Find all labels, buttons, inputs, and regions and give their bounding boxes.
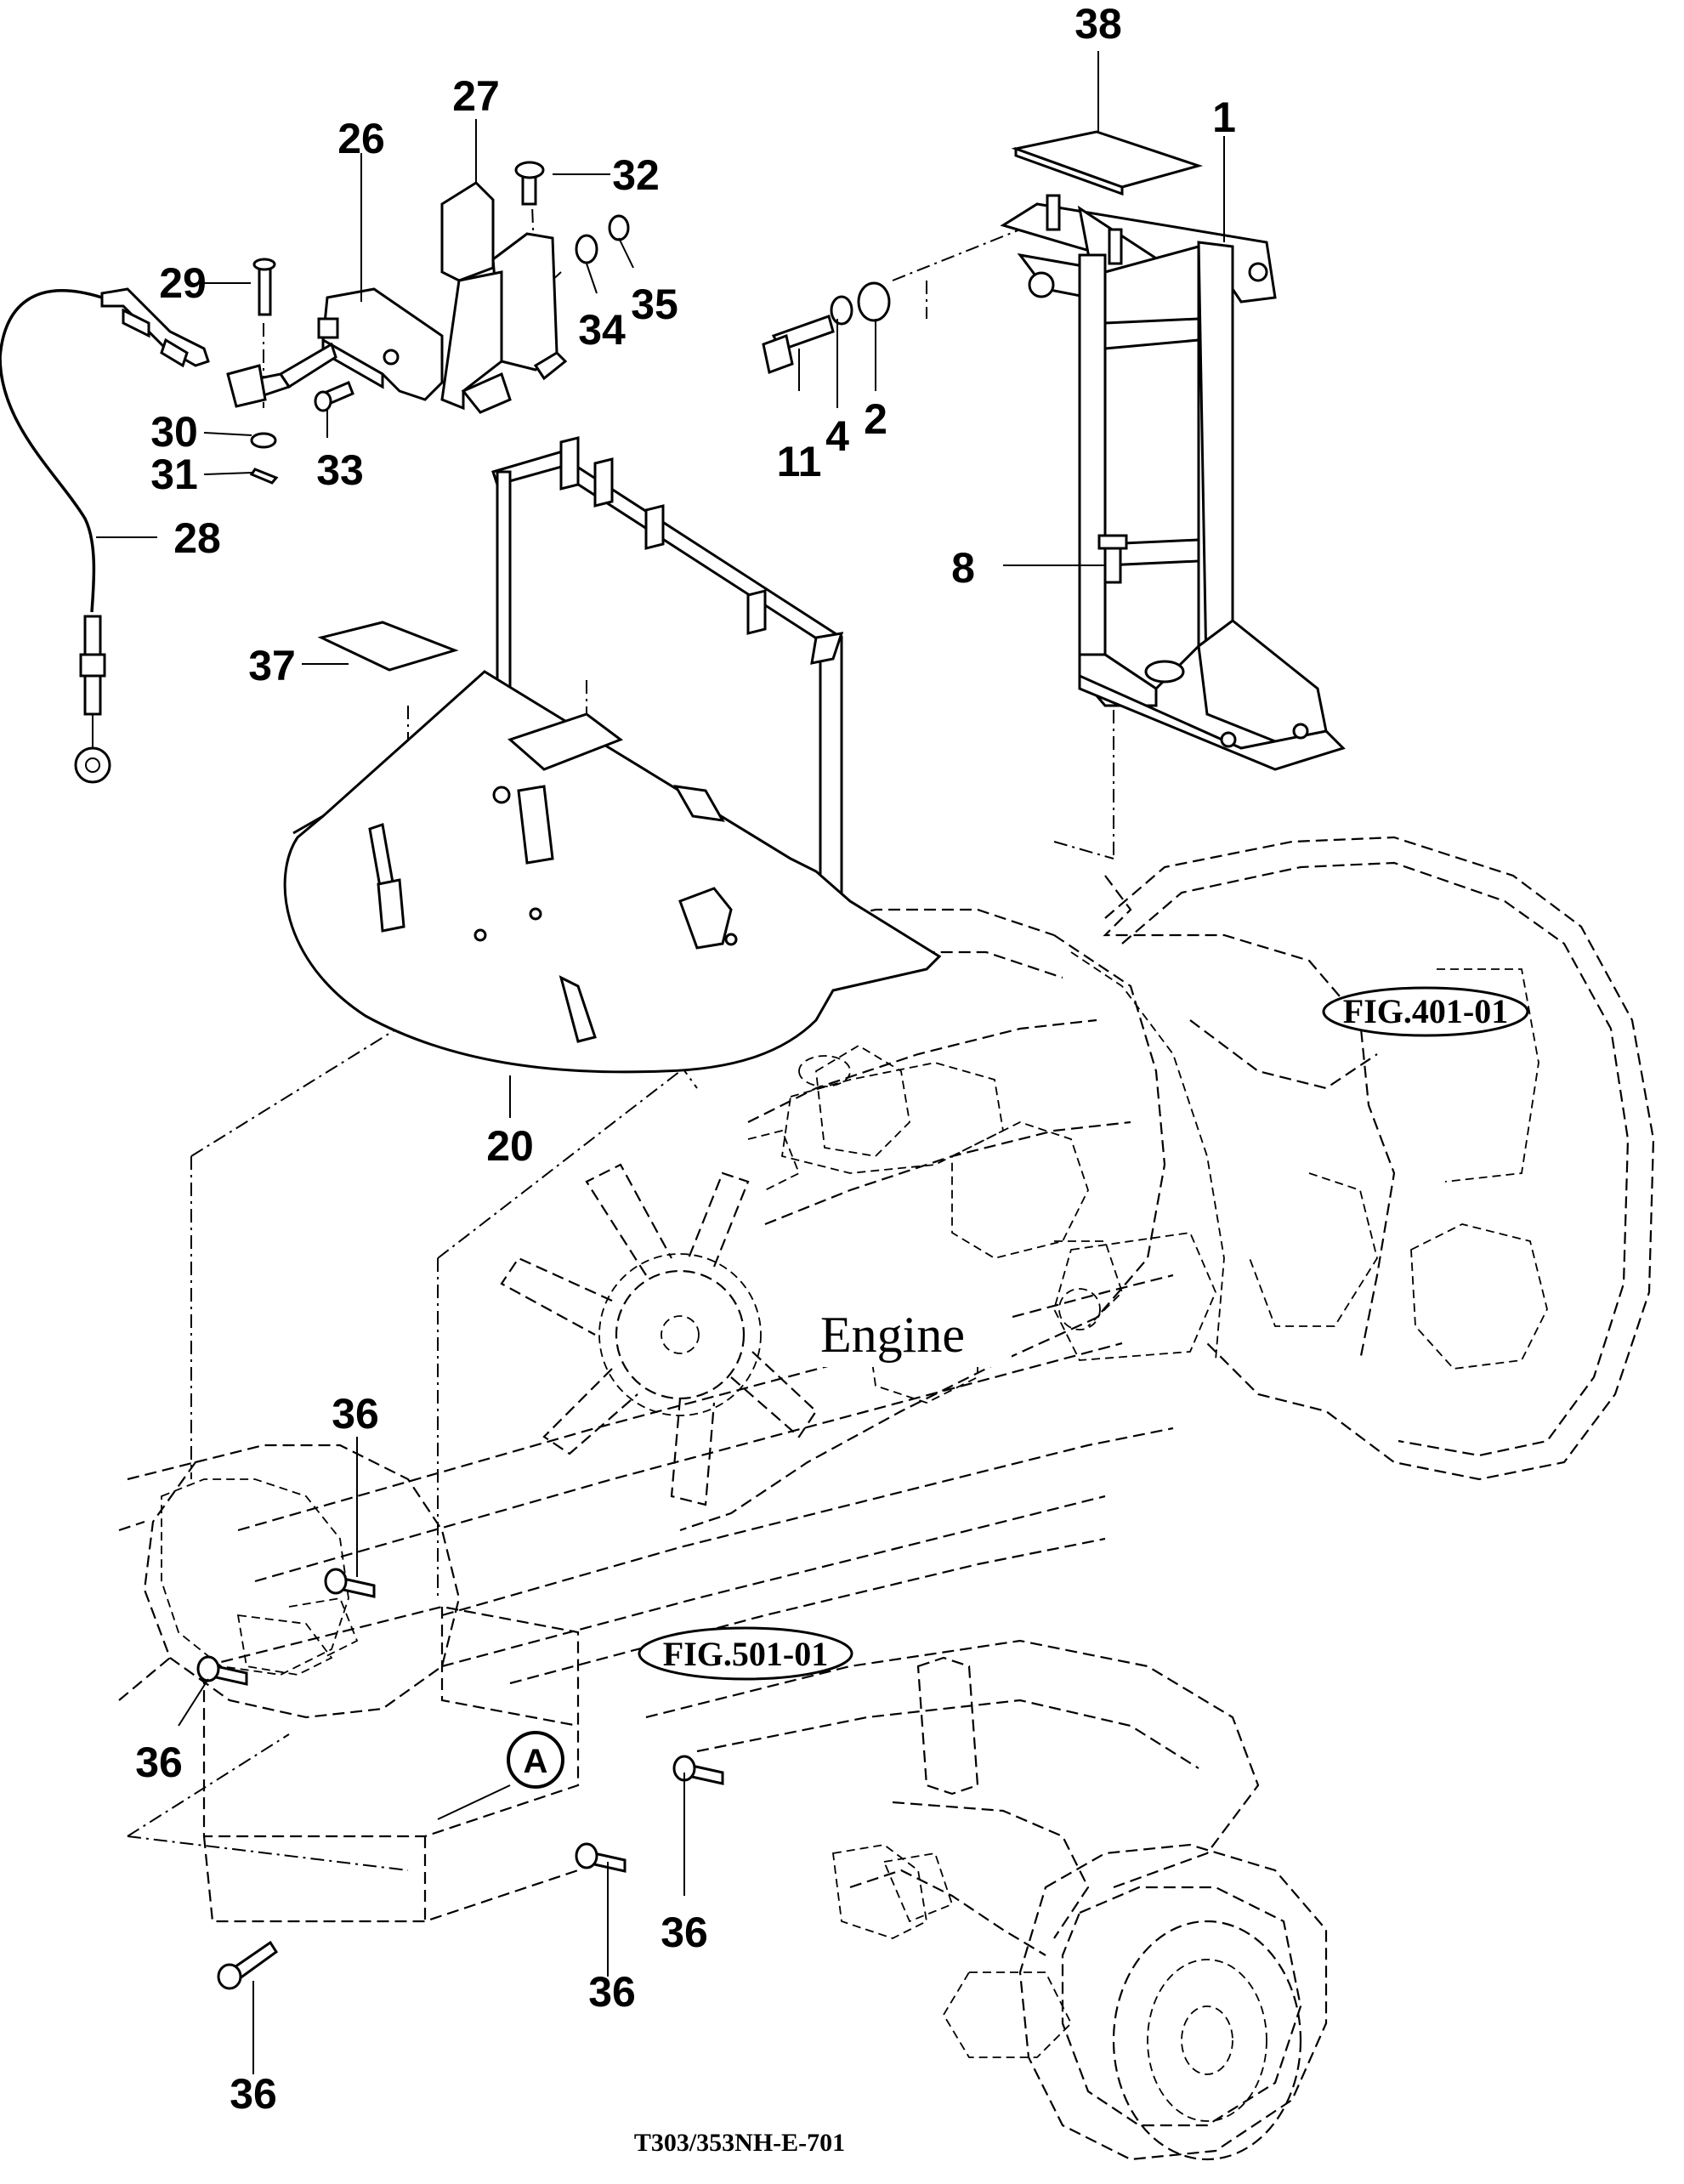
callout-33: 33 [316,446,364,494]
part-27-bracket [440,181,568,414]
callout-36-e: 36 [230,2070,277,2118]
part-4-spring-washer [830,295,853,326]
callout-11: 11 [777,438,822,485]
figure-reference-401: FIG.401-01 [1322,986,1529,1037]
callout-36-d: 36 [588,1968,636,2016]
fig-501-label: FIG.501-01 [663,1635,828,1673]
callout-2: 2 [864,395,887,443]
callout-30: 30 [150,408,198,456]
part-28-throttle-cable [0,287,210,784]
view-marker-letter: A [524,1743,548,1780]
drawing-code: T303/353NH-E-701 [634,2129,845,2157]
callout-28: 28 [173,514,221,562]
callout-4: 4 [825,412,849,460]
engine-label: Engine [820,1307,965,1363]
callout-36-b: 36 [135,1739,183,1786]
part-35-nut [608,214,630,241]
callout-31: 31 [150,451,198,498]
part-11-bolt-head [762,333,794,375]
part-34-washer [575,234,598,264]
part-36-bolts [196,1568,724,1990]
part-30-washer [250,432,277,449]
part-20-floor-plate-frame [491,436,844,924]
callout-34: 34 [578,306,626,354]
callout-27: 27 [452,72,500,120]
callout-20: 20 [486,1122,534,1170]
callout-labels: 38 1 27 26 32 29 34 35 2 4 11 30 31 33 2… [135,0,1236,2118]
callout-38: 38 [1074,0,1122,48]
callout-26: 26 [337,115,385,162]
part-37-pad [317,621,459,672]
callout-29: 29 [159,259,207,307]
callout-8: 8 [951,544,975,592]
callout-36-c: 36 [661,1909,708,1956]
wheel-hub-outline [1018,1843,1328,2161]
fan-outline [500,1163,818,1506]
figure-reference-501: FIG.501-01 [638,1626,853,1681]
callout-36-a: 36 [332,1390,379,1438]
part-31-cotter-pin [249,468,279,485]
part-1-steering-column-stand [1000,194,1346,771]
callout-32: 32 [612,151,660,199]
callout-37: 37 [248,642,296,689]
part-8-bolt [1103,542,1122,584]
callout-1: 1 [1212,94,1236,141]
leader-lines [96,51,1225,2074]
view-marker-a: A [507,1731,564,1789]
drivetrain-outline [118,836,1655,2161]
callout-35: 35 [631,281,678,328]
part-29-pin [258,266,272,316]
part-2-washer [857,281,891,322]
fig-401-label: FIG.401-01 [1343,992,1508,1030]
part-38-pad-edge [1014,146,1124,196]
part-26-lever-assembly [226,287,444,408]
part-20-floor-plate [283,670,942,1074]
